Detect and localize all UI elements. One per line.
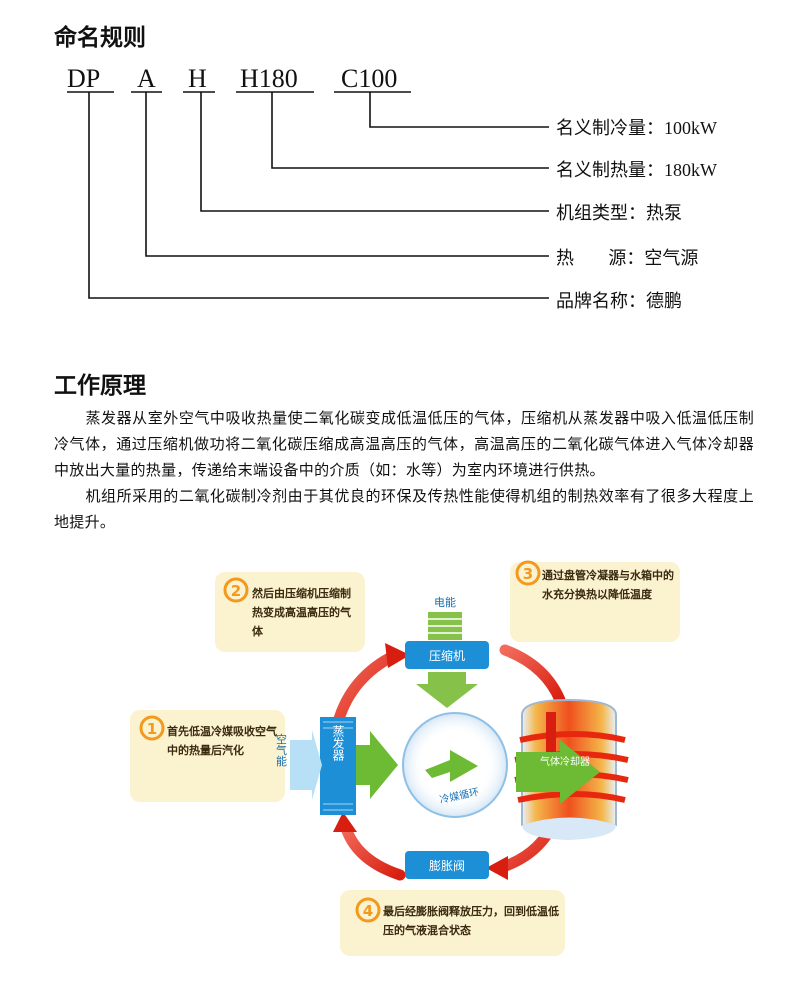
note-bg-step3 bbox=[510, 562, 680, 642]
label-heat-source: 热 源：空气源 bbox=[556, 244, 698, 270]
label-key: 热 源： bbox=[556, 248, 645, 269]
naming-connector-lines bbox=[67, 91, 549, 299]
naming-title: 命名规则 bbox=[54, 25, 146, 51]
label-key: 品牌名称： bbox=[556, 291, 646, 312]
cycle-center-arrow bbox=[425, 750, 478, 782]
expansion-valve-label: 膨胀阀 bbox=[429, 859, 465, 873]
leader-line-heating bbox=[271, 92, 549, 169]
label-value: 热泵 bbox=[646, 203, 682, 224]
label-brand-name: 品牌名称：德鹏 bbox=[556, 287, 682, 313]
label-value: 100kW bbox=[664, 118, 717, 138]
evaporator-box bbox=[320, 717, 356, 815]
electric-energy-label: 电能 bbox=[434, 595, 456, 609]
cycle-arrowhead bbox=[333, 812, 357, 832]
step-badge-4: 4 bbox=[355, 897, 381, 923]
label-value: 德鹏 bbox=[646, 291, 682, 312]
step-number: 1 bbox=[147, 720, 157, 738]
step-number: 3 bbox=[523, 565, 533, 583]
coil-inlet-pipe bbox=[546, 712, 556, 768]
note-bg-step2 bbox=[215, 572, 365, 652]
cycle-arrow-right-top bbox=[499, 644, 566, 706]
step-number: 4 bbox=[363, 902, 373, 920]
principle-title: 工作原理 bbox=[54, 373, 146, 399]
evaporator-label: 蒸发器 bbox=[331, 725, 345, 762]
step-number: 2 bbox=[231, 582, 241, 600]
step-note-1: 首先低温冷媒吸收空气中的热量后汽化 bbox=[167, 725, 277, 757]
tank-base bbox=[522, 817, 616, 840]
step-note-4: 最后经膨胀阀释放压力，回到低温低压的气液混合状态 bbox=[383, 905, 559, 937]
note-bg-step1 bbox=[130, 710, 285, 802]
leader-line-cooling bbox=[369, 92, 549, 128]
code-heating: H180 bbox=[240, 64, 298, 93]
compressor-label: 压缩机 bbox=[429, 648, 465, 663]
step-badge-1: 1 bbox=[139, 715, 165, 741]
label-heating-capacity: 名义制热量：180kW bbox=[556, 156, 717, 182]
step-badge-3: 3 bbox=[515, 560, 541, 586]
label-value: 180kW bbox=[664, 160, 717, 180]
label-unit-type: 机组类型：热泵 bbox=[556, 199, 682, 225]
code-source: A bbox=[137, 64, 156, 93]
leader-line-brand bbox=[88, 92, 549, 299]
gas-cooler-label: 气体冷却器 bbox=[540, 755, 590, 768]
cycle-arrowhead bbox=[486, 856, 508, 880]
cycle-arrowhead bbox=[385, 643, 410, 668]
compressor-box bbox=[405, 641, 489, 669]
paragraph: 蒸发器从室外空气中吸收热量使二氧化碳变成低温低压的气体，压缩机从蒸发器中吸入低温… bbox=[54, 409, 754, 479]
coil bbox=[517, 791, 626, 803]
code-type: H bbox=[188, 64, 207, 93]
code-cooling: C100 bbox=[341, 64, 398, 93]
air-input-arrow bbox=[290, 730, 322, 800]
step-note-3: 通过盘管冷凝器与水箱中的水充分换热以降低温度 bbox=[542, 569, 674, 601]
label-cooling-capacity: 名义制冷量：100kW bbox=[556, 114, 717, 140]
code-brand: DP bbox=[67, 64, 101, 93]
expansion-valve-box bbox=[405, 851, 489, 879]
step-badge-2: 2 bbox=[223, 577, 249, 603]
gas-cooler-label-text: 气体冷却器 bbox=[540, 755, 590, 768]
principle-text: 蒸发器从室外空气中吸收热量使二氧化碳变成低温低压的气体，压缩机从蒸发器中吸入低温… bbox=[54, 405, 754, 535]
note-bg-step4 bbox=[340, 890, 565, 956]
evaporator-output-arrow bbox=[356, 731, 398, 799]
label-key: 名义制热量： bbox=[556, 160, 664, 181]
heat-pump-diagram: 冷媒循环 电能 压缩机 蒸发器 空气能 气体冷却器 膨胀阀 2 3 1 bbox=[130, 560, 680, 956]
paragraph: 机组所采用的二氧化碳制冷剂由于其优良的环保及传热性能使得机组的制热效率有了很多大… bbox=[54, 487, 754, 531]
leader-line-type bbox=[200, 92, 549, 212]
step-note-2: 然后由压缩机压缩制热变成高温高压的气体 bbox=[252, 587, 351, 638]
compressor-down-arrow bbox=[416, 672, 478, 708]
leader-line-source bbox=[145, 92, 549, 257]
cycle-arrow-left-bottom bbox=[339, 819, 406, 881]
air-energy-label: 空气能 bbox=[275, 732, 288, 767]
coil bbox=[519, 731, 626, 743]
gas-cooler-arrow bbox=[516, 740, 600, 804]
label-value: 空气源 bbox=[644, 248, 699, 269]
label-key: 名义制冷量： bbox=[556, 118, 664, 139]
label-key: 机组类型： bbox=[556, 203, 646, 224]
